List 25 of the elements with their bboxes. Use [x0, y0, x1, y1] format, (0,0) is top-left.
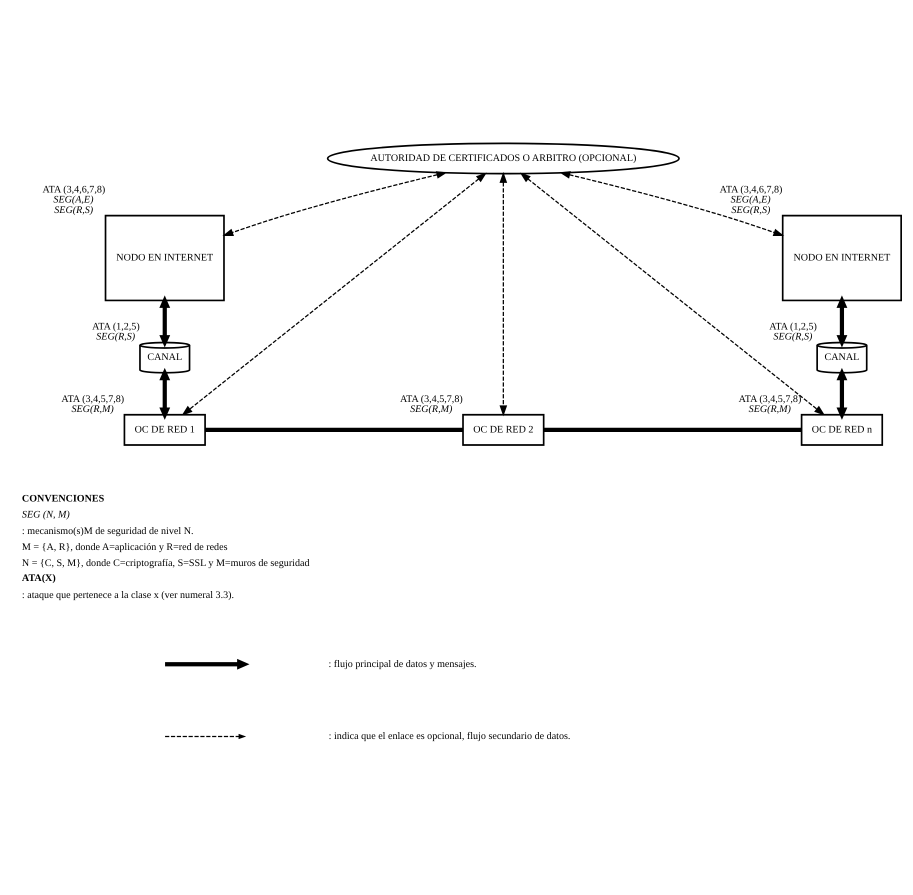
node-label: SEG(R,S)	[773, 332, 812, 343]
node-label: SEG(R,S)	[731, 204, 770, 216]
legend-label: : flujo principal de datos y mensajes.	[328, 658, 477, 670]
node-label: SEG(R,M)	[71, 404, 114, 415]
node-label: SEG(R,S)	[96, 332, 136, 343]
node-label: ATA (3,4,6,7,8)	[42, 184, 106, 196]
node-label: ATA (3,4,5,7,8)	[400, 394, 463, 405]
node-label: ATA (1,2,5)	[769, 322, 817, 333]
node-label: SEG(R,S)	[54, 204, 94, 216]
label: N = {C, S, M}, donde C=criptografía, S=SSL y M=muros de seguridad	[22, 558, 310, 570]
node-label: SEG(R,M)	[748, 404, 791, 415]
label: ATA(X)	[22, 573, 56, 584]
label: M = {A, R}, donde A=aplicación y R=red de redes	[22, 542, 228, 554]
node-label: ATA (1,2,5)	[92, 322, 140, 333]
legend-label: : indica que el enlace es opcional, flujo secundario de datos.	[328, 731, 570, 742]
node-label: ATA (3,4,5,7,8)	[61, 394, 124, 405]
node-label: ATA (3,4,5,7,8)	[738, 394, 802, 405]
node-label: SEG(A,E)	[53, 194, 94, 206]
label: CONVENCIONES	[22, 493, 104, 504]
node-label: SEG(A,E)	[730, 194, 771, 206]
node-label: ATA (3,4,6,7,8)	[720, 184, 782, 196]
label: : ataque que pertenece a la clase x (ver numeral 3.3).	[22, 590, 234, 601]
node-label: SEG(R,M)	[410, 404, 452, 415]
label: : mecanismo(s)M de seguridad de nivel N.	[22, 526, 194, 538]
label: SEG (N, M)	[22, 509, 70, 520]
